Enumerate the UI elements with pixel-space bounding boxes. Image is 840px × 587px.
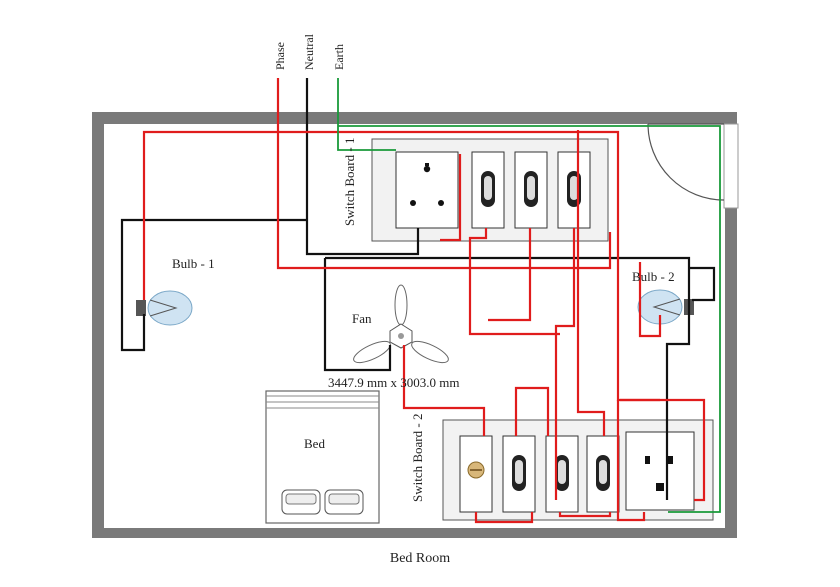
door [647, 123, 725, 201]
socket-2 [625, 431, 695, 511]
bulb-1-label: Bulb - 1 [172, 256, 215, 271]
regulator-2a [459, 435, 493, 513]
neutral-wires [120, 78, 716, 500]
switch-2c [545, 435, 579, 513]
phase-wires [142, 78, 706, 524]
earth-wires [337, 78, 721, 513]
switch-1a [471, 151, 505, 229]
bed [265, 390, 380, 524]
neutral-label: Neutral [302, 33, 316, 70]
switch-board-2-label: Switch Board - 2 [410, 414, 425, 502]
fan-label: Fan [352, 311, 372, 326]
switch-1b [514, 151, 548, 229]
switch-2d [586, 435, 620, 513]
bed-label: Bed [304, 436, 325, 451]
switch-1c [557, 151, 591, 229]
room-caption: Bed Room [389, 551, 451, 566]
bulb-1-icon [136, 290, 193, 326]
phase-label: Phase [273, 42, 287, 70]
socket-1 [395, 151, 459, 229]
bulb-2-label: Bulb - 2 [632, 269, 675, 284]
switch-2b [502, 435, 536, 513]
switch-board-1 [371, 138, 609, 242]
dimensions-label: 3447.9 mm x 3003.0 mm [328, 375, 459, 390]
switch-board-1-label: Switch Board - 1 [342, 138, 357, 226]
earth-label: Earth [332, 44, 346, 70]
fan-icon [353, 284, 449, 364]
